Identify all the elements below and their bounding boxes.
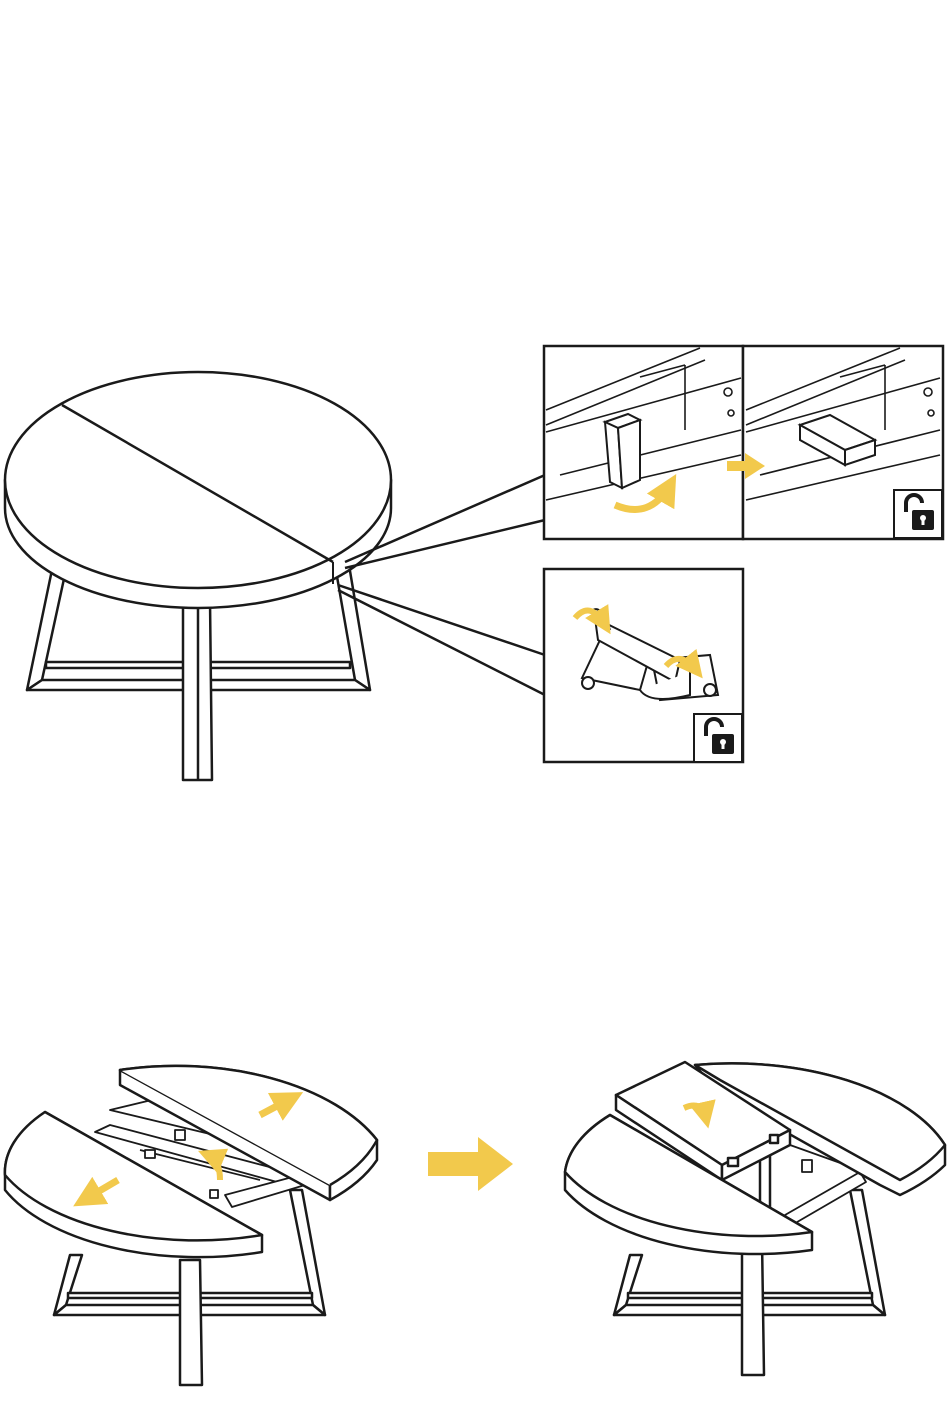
table-leaf-unfolded — [565, 1062, 945, 1375]
hook-latch-detail — [544, 569, 743, 762]
closed-table — [5, 372, 545, 780]
slide-latch-closed-detail — [544, 346, 743, 539]
slide-latch-open-detail — [743, 346, 943, 539]
latch-handle-up — [605, 414, 640, 488]
unlocked-padlock-icon — [694, 714, 742, 762]
table-top — [5, 372, 391, 608]
transition-arrow — [428, 1137, 513, 1191]
unlocked-padlock-icon — [894, 490, 942, 538]
table-pulled-apart — [5, 1066, 377, 1385]
